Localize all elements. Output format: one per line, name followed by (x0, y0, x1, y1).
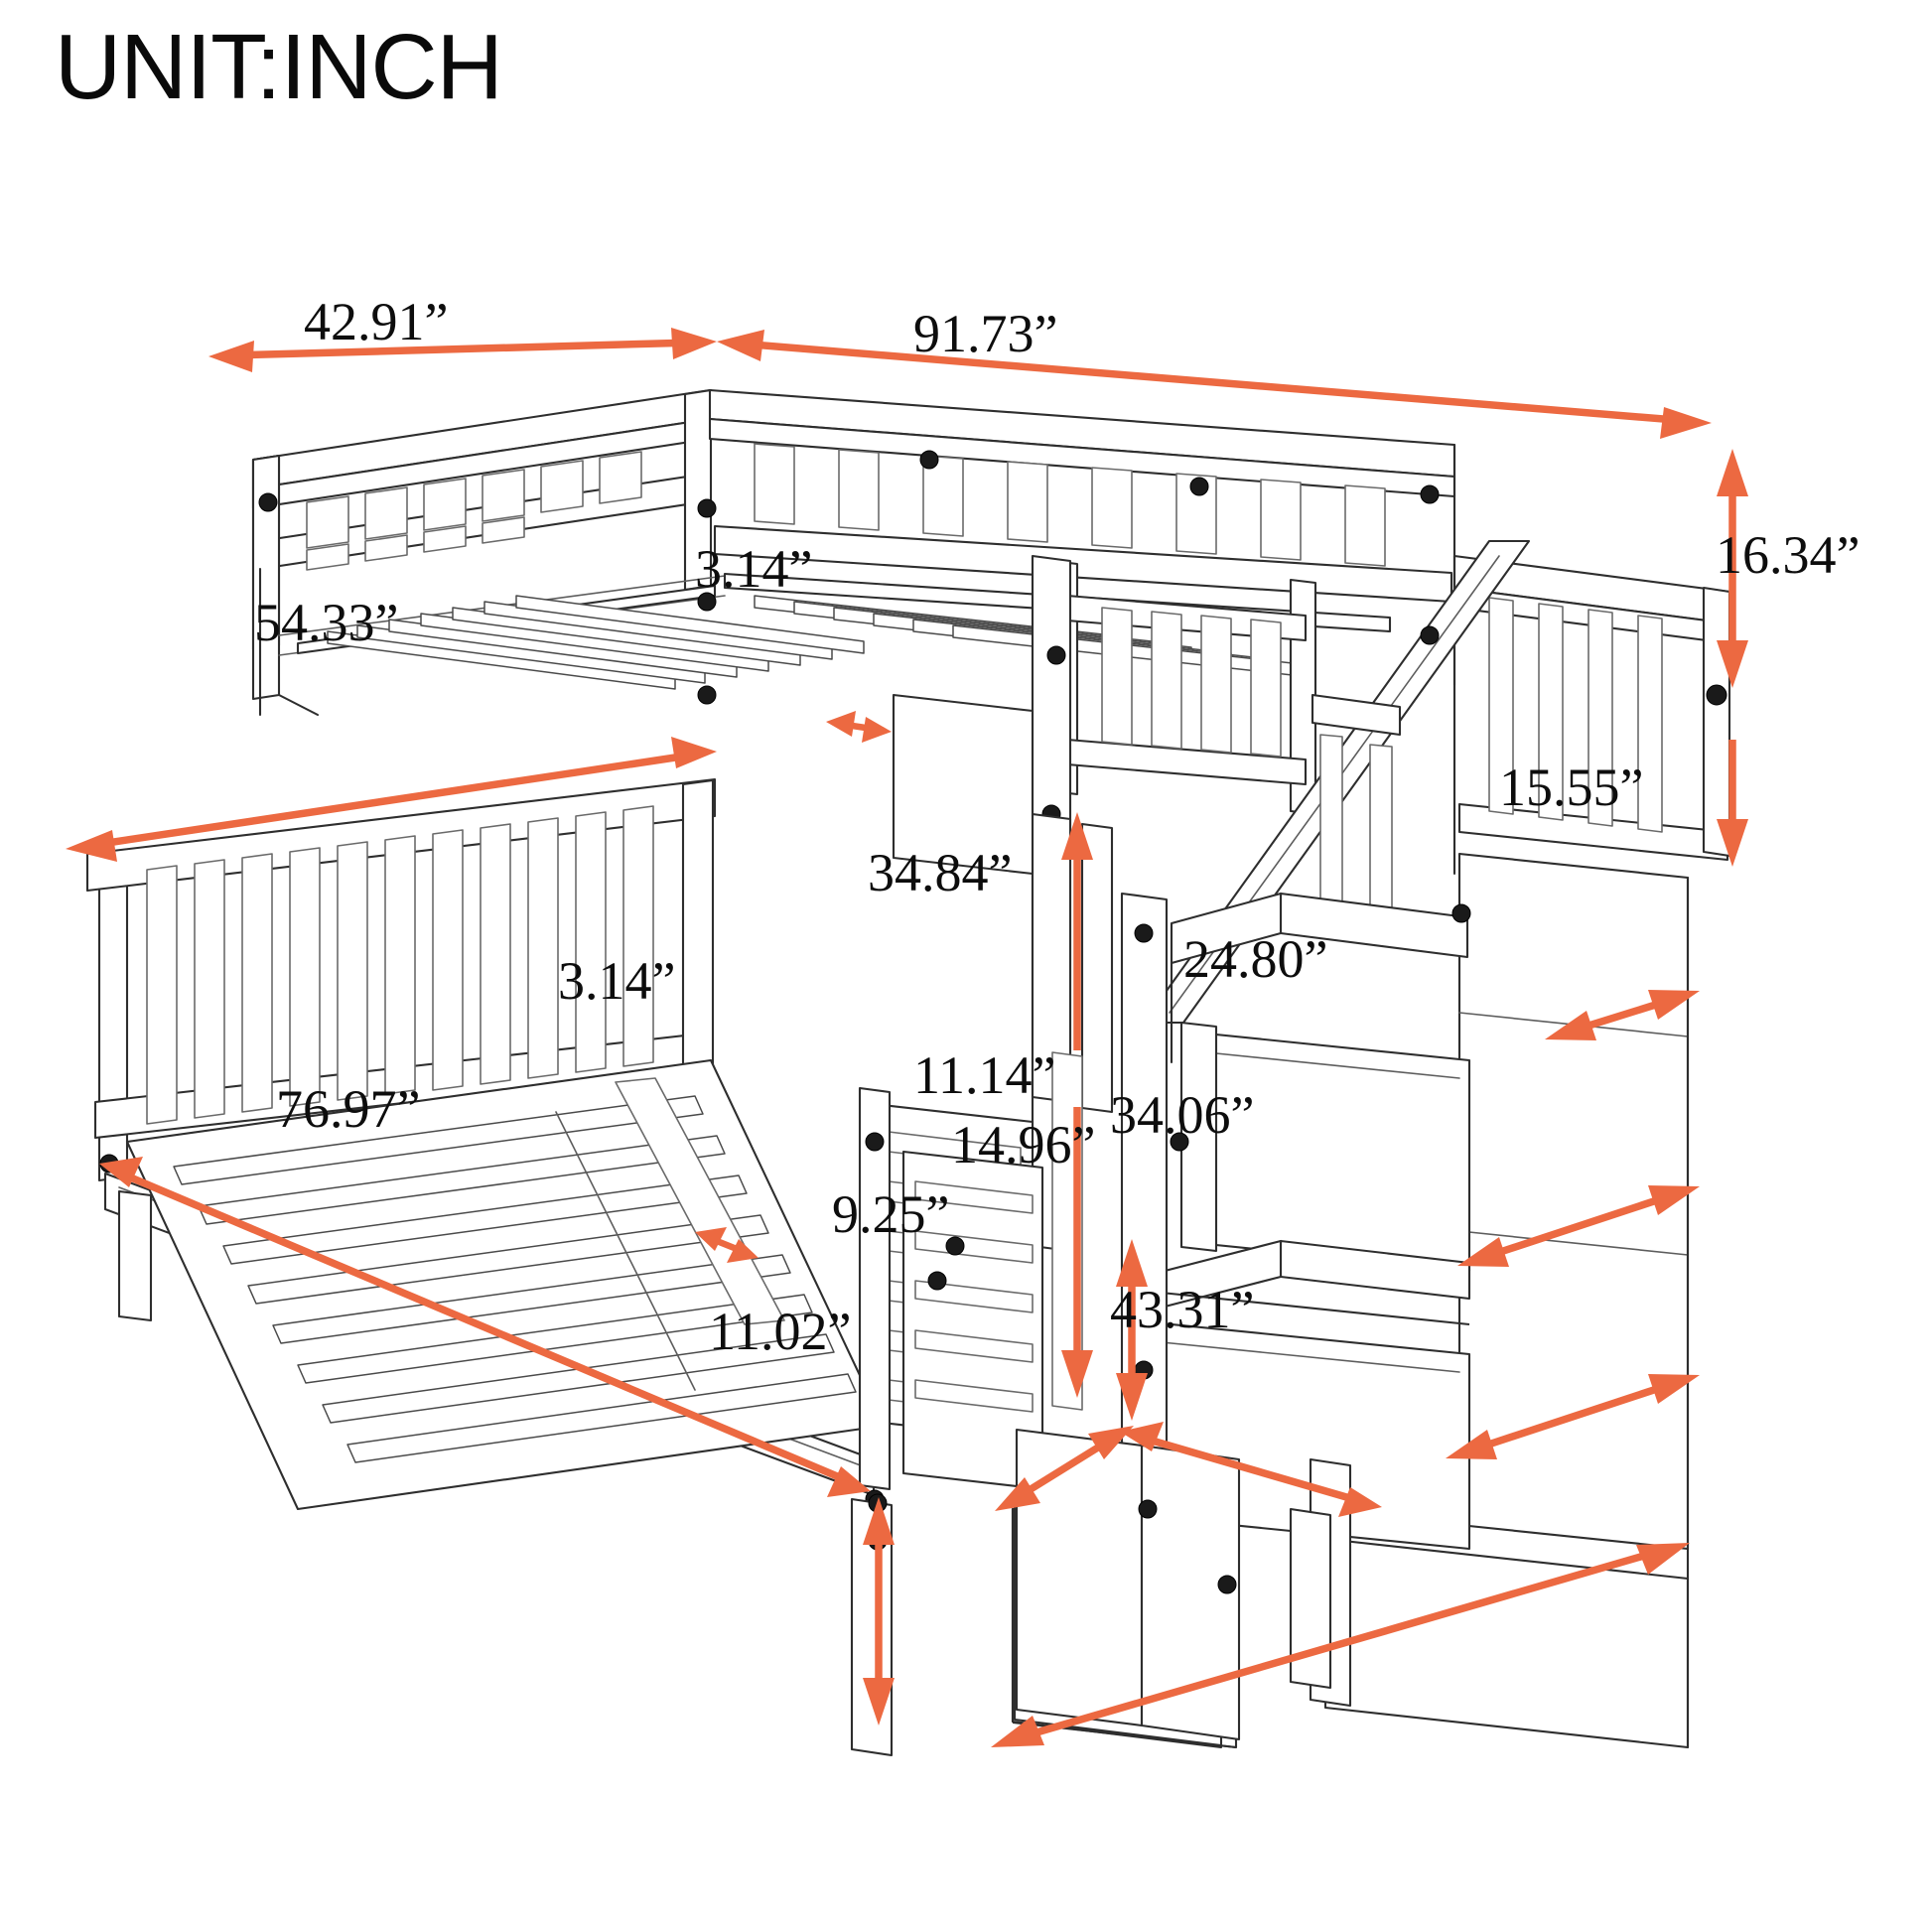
stair-side-panel-right (1457, 852, 1690, 1551)
dimension-label-34-84: 34.84” (868, 843, 1013, 902)
arrow-91-73 (717, 330, 1712, 439)
arrow-14-96 (1120, 1422, 1382, 1517)
stair-drawer-lower (1130, 1318, 1471, 1551)
bed-legs (117, 1189, 1332, 1757)
dimension-label-3-14-upper: 3.14” (695, 539, 813, 599)
arrow-15-55 (1545, 990, 1700, 1040)
dimension-label-34-06: 34.06” (1110, 1085, 1255, 1145)
dimension-label-24-80: 24.80” (1183, 929, 1328, 989)
dimension-label-15-55: 15.55” (1499, 758, 1644, 817)
arrow-3-14-lower (695, 1227, 759, 1263)
dimension-label-11-02: 11.02” (709, 1302, 852, 1361)
upper-right-rail-post-group (1050, 559, 1317, 816)
stair-bottom-front-panel (1015, 1428, 1241, 1741)
stair-inner-balusters (1311, 693, 1402, 944)
arrow-3-14-upper (826, 711, 892, 743)
stair-unit-base (1309, 876, 1690, 1749)
upper-headboard-left (251, 454, 320, 717)
arrow-34-06 (1446, 1374, 1700, 1459)
stair-drawer-upper (1179, 1021, 1471, 1273)
bottom-drawer-face (1013, 1499, 1223, 1747)
dimension-label-11-14: 11.14” (913, 1045, 1056, 1105)
page-title: UNIT:INCH (55, 15, 503, 118)
lower-bunk-slats (125, 1058, 886, 1511)
stair-inner-column (1051, 892, 1169, 1600)
arrow-43-31 (991, 1543, 1690, 1747)
arrow-42-91 (208, 328, 717, 372)
arrow-9-25 (995, 1426, 1134, 1511)
dimension-label-16-34: 16.34” (1716, 525, 1861, 585)
dimension-label-76-97: 76.97” (276, 1079, 421, 1139)
dimension-label-43-31: 43.31” (1110, 1280, 1255, 1339)
arrow-54-33 (66, 737, 717, 862)
arrow-34-84 (1061, 812, 1093, 1398)
dimension-label-91-73: 91.73” (913, 304, 1058, 363)
dimension-label-54-33: 54.33” (254, 593, 399, 652)
stair-top-guardrail (1452, 554, 1731, 876)
dimension-label-14-96: 14.96” (951, 1115, 1096, 1174)
arrow-24-80 (1457, 1185, 1700, 1267)
dimension-label-3-14-lower: 3.14” (558, 951, 676, 1011)
arrow-16-34 (1717, 449, 1748, 867)
upper-bunk-deck-right (723, 572, 1392, 678)
upper-front-guardrail (708, 388, 1456, 687)
dimension-label-42-91: 42.91” (304, 292, 449, 351)
arrow-11-02 (863, 1497, 895, 1725)
assembly-bolts (258, 450, 1471, 1594)
bottom-storage-box (1011, 1507, 1238, 1749)
dimension-label-9-25: 9.25” (832, 1184, 950, 1244)
